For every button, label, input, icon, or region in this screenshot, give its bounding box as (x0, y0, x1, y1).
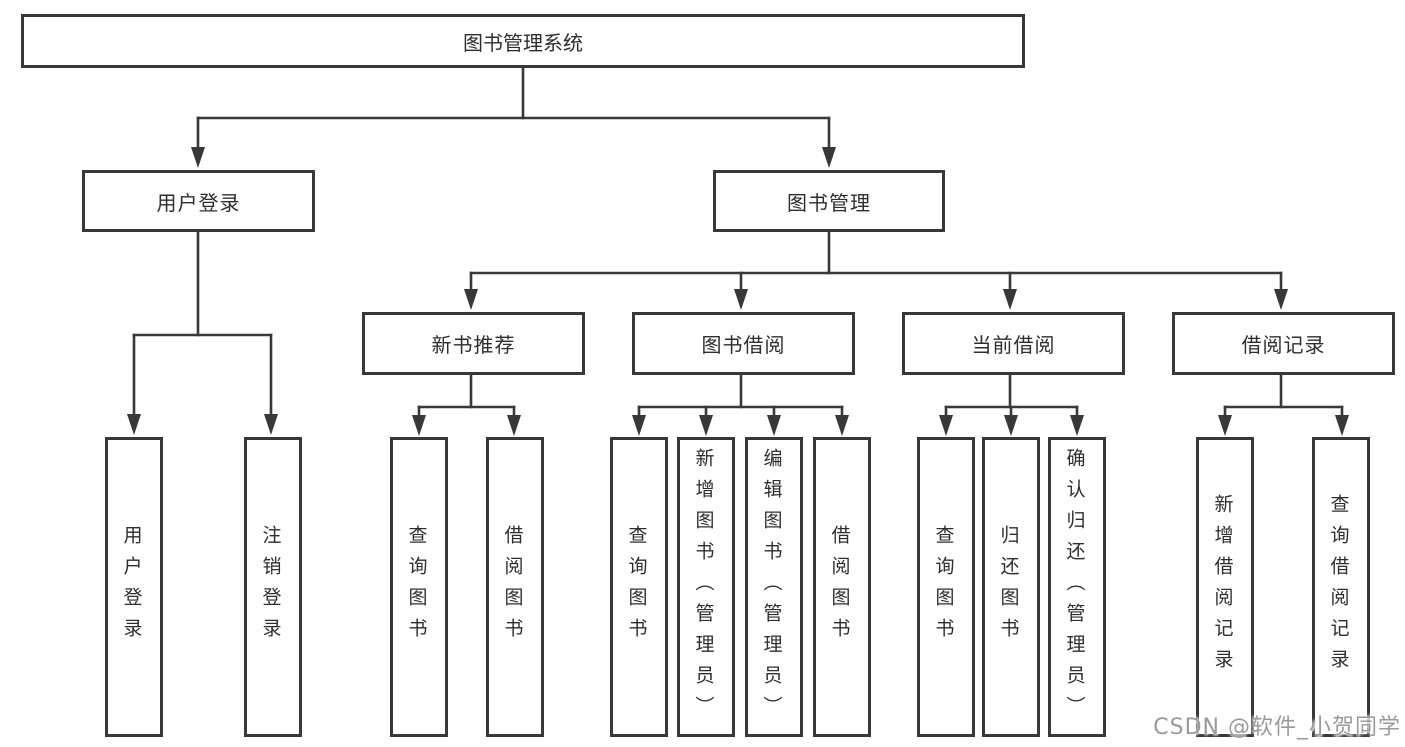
leaf-add-books-admin: 新增图书（管理员） (677, 437, 735, 737)
leaf-user-login: 用户登录 (105, 437, 163, 737)
node-book-management: 图书管理 (713, 170, 945, 232)
leaf-confirm-return-admin-label: 确认归还（管理员） (1063, 447, 1086, 727)
leaf-confirm-return-admin: 确认归还（管理员） (1048, 437, 1106, 737)
leaf-edit-books-admin: 编辑图书（管理员） (745, 437, 803, 737)
node-user-login-label: 用户登录 (156, 190, 241, 215)
node-new-book-recommend-label: 新书推荐 (431, 333, 516, 357)
node-book-borrow: 图书借阅 (632, 312, 855, 375)
leaf-add-books-admin-label: 新增图书（管理员） (692, 447, 715, 727)
leaf-user-login-label: 用户登录 (120, 525, 143, 649)
leaf-borrow-borrow-books: 借阅图书 (813, 437, 871, 737)
leaf-logout-label: 注销登录 (259, 525, 282, 649)
leaf-current-query-books: 查询图书 (917, 437, 975, 737)
leaf-query-borrow-record-label: 查询借阅记录 (1327, 494, 1350, 680)
node-root: 图书管理系统 (21, 14, 1025, 68)
leaf-borrow-query-books-label: 查询图书 (625, 525, 648, 649)
leaf-edit-books-admin-label: 编辑图书（管理员） (760, 447, 783, 727)
leaf-recommend-query-books: 查询图书 (390, 437, 448, 737)
node-user-login: 用户登录 (82, 170, 315, 232)
node-new-book-recommend: 新书推荐 (362, 312, 585, 375)
leaf-recommend-borrow-books: 借阅图书 (486, 437, 544, 737)
leaf-logout: 注销登录 (244, 437, 302, 737)
node-root-label: 图书管理系统 (463, 30, 583, 55)
node-book-borrow-label: 图书借阅 (701, 333, 786, 357)
leaf-add-borrow-record-label: 新增借阅记录 (1211, 494, 1234, 680)
node-book-management-label: 图书管理 (787, 190, 871, 215)
node-borrow-records-label: 借阅记录 (1241, 333, 1326, 357)
leaf-borrow-query-books: 查询图书 (610, 437, 668, 737)
leaf-borrow-borrow-books-label: 借阅图书 (828, 525, 851, 649)
leaf-return-books-label: 归还图书 (997, 525, 1020, 649)
leaf-query-borrow-record: 查询借阅记录 (1312, 437, 1370, 737)
node-borrow-records: 借阅记录 (1172, 312, 1395, 375)
leaf-recommend-borrow-books-label: 借阅图书 (501, 525, 524, 649)
csdn-watermark: CSDN @软件_小贺同学 (1153, 715, 1401, 740)
node-current-borrow: 当前借阅 (902, 312, 1125, 375)
leaf-return-books: 归还图书 (982, 437, 1040, 737)
leaf-current-query-books-label: 查询图书 (932, 525, 955, 649)
leaf-recommend-query-books-label: 查询图书 (405, 525, 428, 649)
leaf-add-borrow-record: 新增借阅记录 (1196, 437, 1254, 737)
node-current-borrow-label: 当前借阅 (971, 333, 1056, 357)
